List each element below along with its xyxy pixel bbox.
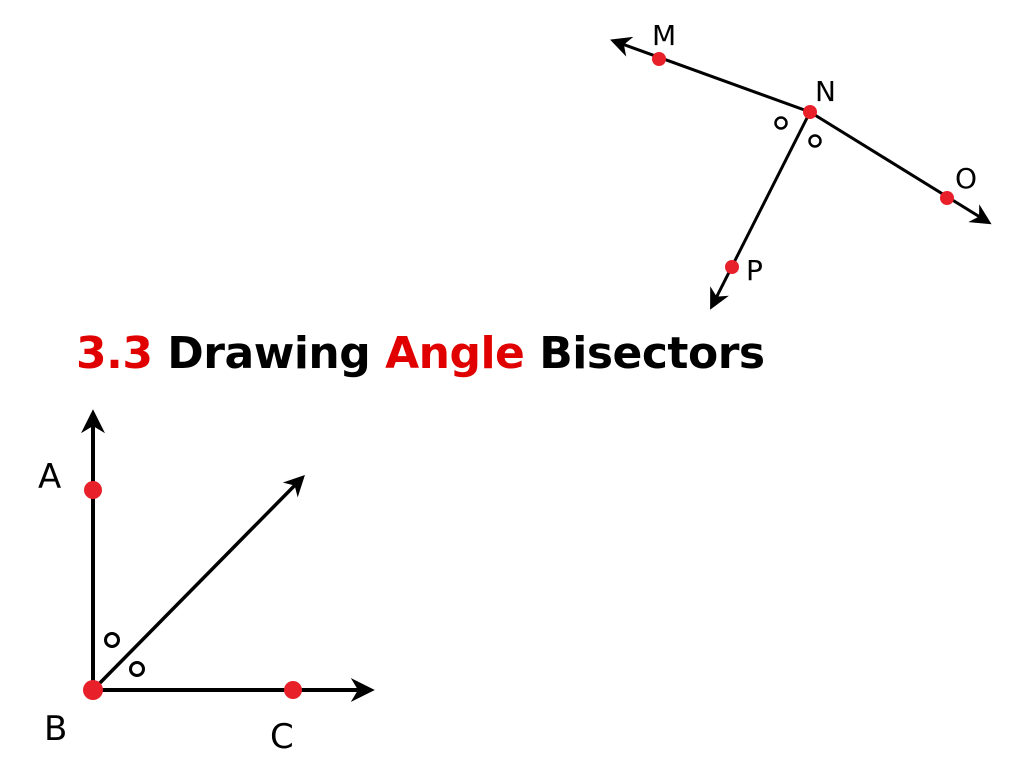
diagram-angle-abc: A B C xyxy=(38,409,375,757)
label-b: B xyxy=(44,709,67,749)
title-word-bisectors: Bisectors xyxy=(539,328,765,379)
point-m xyxy=(652,52,666,66)
diagram-angle-mno: M N O P xyxy=(610,19,992,310)
angle-mark-left xyxy=(774,116,788,130)
point-c xyxy=(284,681,302,699)
point-o xyxy=(940,191,954,205)
label-p: P xyxy=(746,254,763,287)
point-p xyxy=(725,260,739,274)
label-o: O xyxy=(955,162,977,195)
ray-np xyxy=(710,111,812,310)
point-b xyxy=(83,680,103,700)
label-n: N xyxy=(815,75,836,108)
title-number: 3.3 xyxy=(76,328,153,379)
title-word-drawing: Drawing xyxy=(167,328,371,379)
page-title: 3.3 Drawing Angle Bisectors xyxy=(76,322,765,386)
label-a: A xyxy=(38,457,61,497)
label-m: M xyxy=(652,19,676,52)
ray-nm xyxy=(610,36,811,114)
label-c: C xyxy=(270,717,294,757)
angle-mark-lower xyxy=(129,661,145,677)
ray-no xyxy=(809,110,992,225)
ray-bisector xyxy=(91,475,305,692)
angle-mark-upper xyxy=(104,632,120,648)
point-n xyxy=(803,105,817,119)
point-a xyxy=(84,481,102,499)
angle-mark-right xyxy=(808,134,822,148)
title-word-angle: Angle xyxy=(385,328,525,379)
